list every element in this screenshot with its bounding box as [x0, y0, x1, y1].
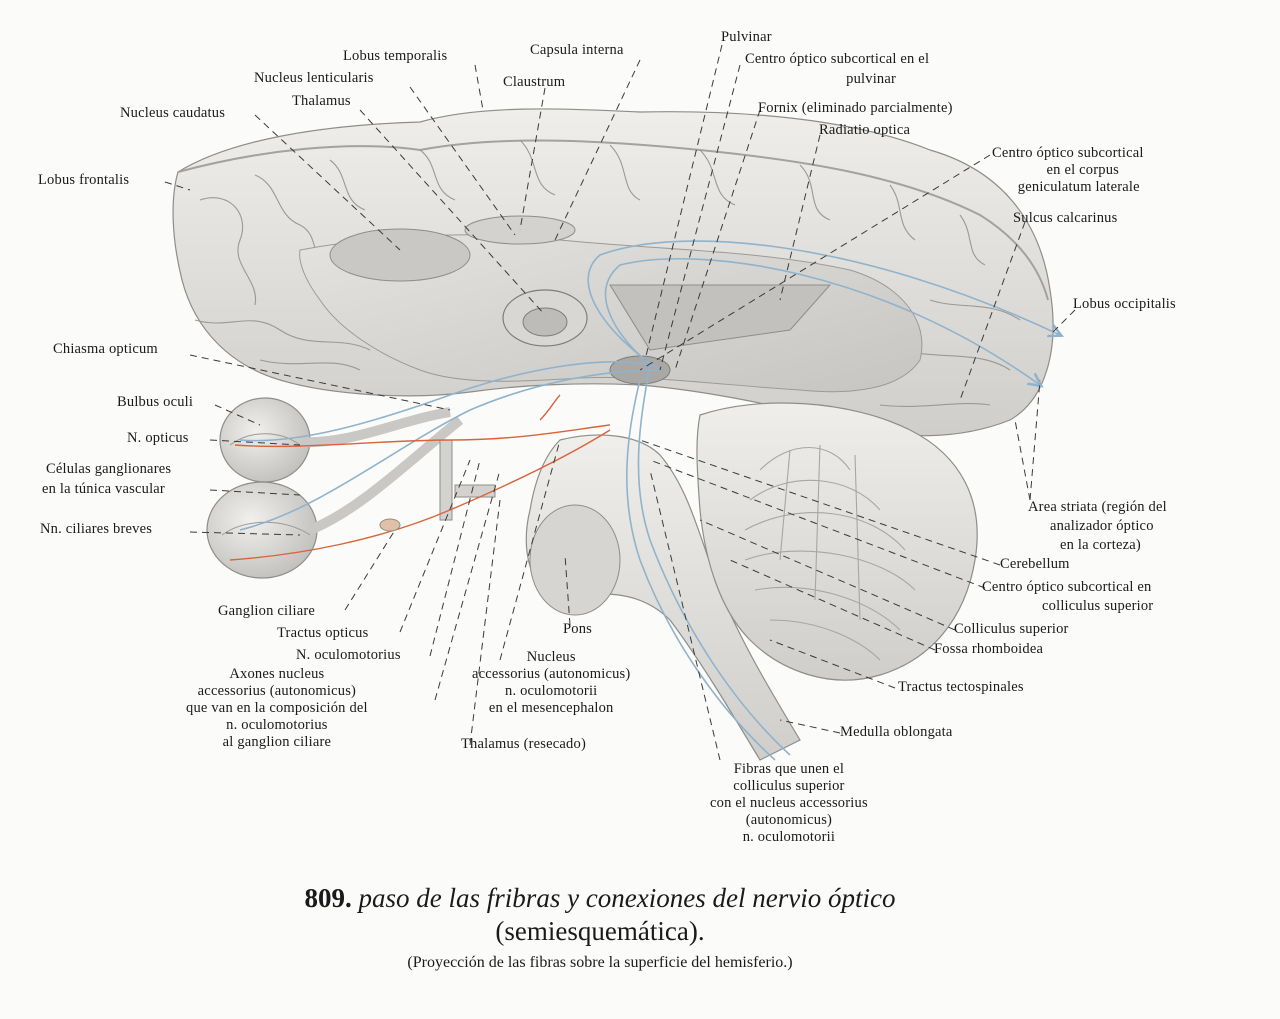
nucleus-lenticularis-shape: [329, 228, 471, 282]
cortex-top-surface: [177, 139, 1049, 301]
label-centro-geniculatum: Centro óptico subcortical en el corpus g…: [992, 145, 1144, 195]
label-claustrum: Claustrum: [503, 74, 566, 90]
arbor-vitae: [744, 444, 916, 661]
caption-note: (Proyección de las fibras sobre la super…: [407, 954, 793, 971]
label-bulbus-oculi: Bulbus oculi: [117, 394, 194, 410]
label-cerebellum: Cerebellum: [1000, 556, 1070, 572]
label-celulas-ganglionares: Células ganglionares en la túnica vascul…: [42, 461, 172, 497]
label-tractus-opticus: Tractus opticus: [277, 625, 369, 641]
label-medulla-oblongata: Medulla oblongata: [840, 724, 953, 740]
caption-subtitle: (semiesquemática).: [495, 916, 705, 946]
figure-caption: 809. paso de las fribras y conexiones de…: [0, 882, 1200, 973]
label-radiatio-optica: Radiatio optica: [819, 122, 911, 138]
radiatio-optica-fan: [609, 284, 832, 351]
label-pulvinar: Pulvinar: [721, 29, 772, 45]
label-ganglion-ciliare: Ganglion ciliare: [218, 603, 316, 619]
label-sulcus-calcarinus: Sulcus calcarinus: [1013, 210, 1118, 226]
label-fossa-rhomboidea: Fossa rhomboidea: [934, 641, 1044, 657]
pons-shape: [529, 504, 621, 616]
figure-number: 809.: [304, 883, 352, 913]
label-chiasma-opticum: Chiasma opticum: [53, 341, 158, 357]
label-centro-pulvinar: Centro óptico subcortical en el pulvinar: [745, 51, 930, 87]
label-thalamus: Thalamus: [292, 93, 351, 109]
label-thalamus-resecado: Thalamus (resecado): [461, 736, 586, 752]
label-n-oculomotorius: N. oculomotorius: [296, 647, 401, 663]
label-fibras: Fibras que unen el colliculus superior c…: [710, 761, 868, 845]
optic-nerve-lower: [308, 416, 464, 535]
label-capsula-interna: Capsula interna: [530, 42, 624, 58]
label-lobus-temporalis: Lobus temporalis: [343, 48, 448, 64]
label-axones: Axones nucleus accessorius (autonomicus)…: [186, 666, 368, 750]
label-pons: Pons: [563, 621, 593, 637]
label-nucleus-lenticularis: Nucleus lenticularis: [254, 70, 374, 86]
label-lobus-occipitalis: Lobus occipitalis: [1073, 296, 1176, 312]
label-nn-ciliares-breves: Nn. ciliares breves: [40, 521, 153, 537]
optic-pathway-fibers: [239, 240, 1060, 761]
autonomic-fibers: [229, 394, 611, 561]
label-nucleus-accessorius: Nucleus accessorius (autonomicus) n. ocu…: [472, 649, 631, 716]
internal-section-surface: [299, 234, 923, 393]
optic-nerve-upper: [299, 407, 451, 448]
cerebellum: [696, 402, 978, 681]
label-lobus-frontalis: Lobus frontalis: [38, 172, 130, 188]
ganglion-ciliare-shape: [379, 518, 401, 532]
label-fornix: Fornix (eliminado parcialmente): [758, 100, 953, 116]
caption-title: paso de las fribras y conexiones del ner…: [358, 883, 896, 913]
caption-title-line: 809. paso de las fribras y conexiones de…: [0, 882, 1200, 914]
label-colliculus-superior: Colliculus superior: [954, 621, 1069, 637]
leader-lines: [164, 44, 1076, 761]
label-centro-colliculus: Centro óptico subcortical en colliculus …: [982, 579, 1154, 614]
label-n-opticus: N. opticus: [127, 430, 189, 446]
label-tractus-tectospinales: Tractus tectospinales: [898, 679, 1024, 695]
label-nucleus-caudatus: Nucleus caudatus: [120, 105, 226, 121]
label-area-striata: Area striata (región del analizador ópti…: [1028, 499, 1167, 553]
